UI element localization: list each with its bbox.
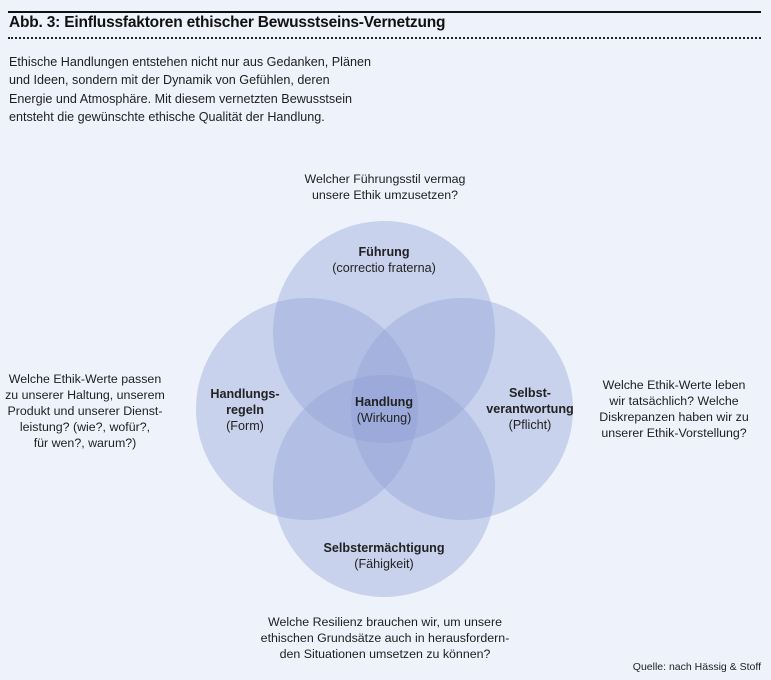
question-right: Welche Ethik-Werte leben wir tatsächlich… [583, 377, 765, 441]
circle-title: Selbstermächtigung [323, 541, 445, 555]
question-line: unserer Ethik-Vorstellung? [601, 426, 747, 440]
question-bottom: Welche Resilienz brauchen wir, um unsere… [245, 614, 525, 662]
intro-paragraph: Ethische Handlungen entstehen nicht nur … [9, 53, 409, 126]
circle-selbstverantwortung [351, 298, 573, 520]
intro-line: Ethische Handlungen entstehen nicht nur … [9, 55, 371, 69]
question-line: Welche Resilienz brauchen wir, um unsere [268, 615, 502, 629]
circle-label-selbstermaechtigung: Selbstermächtigung (Fähigkeit) [284, 540, 484, 572]
circle-subtitle: (Pflicht) [508, 418, 552, 432]
figure-title: Abb. 3: Einflussfaktoren ethischer Bewus… [9, 14, 446, 31]
circle-title: Selbst- [509, 386, 551, 400]
question-line: für wen?, warum?) [33, 436, 137, 450]
question-line: ethischen Grundsätze auch in herausforde… [260, 631, 510, 645]
question-line: den Situationen umsetzen zu können? [279, 647, 491, 661]
question-line: Welcher Führungsstil vermag [304, 172, 466, 186]
circle-title: verantwortung [486, 402, 574, 416]
circle-selbstermaechtigung [273, 375, 495, 597]
circle-label-handlungsregeln: Handlungs- regeln (Form) [185, 386, 305, 434]
circle-fuehrung [273, 221, 495, 443]
circle-subtitle: (correctio fraterna) [332, 261, 436, 275]
question-top: Welcher Führungsstil vermag unsere Ethik… [265, 171, 505, 203]
question-line: leistung? (wie?, wofür?, [19, 420, 151, 434]
question-line: wir tatsächlich? Welche [609, 394, 739, 408]
source-credit: Quelle: nach Hässig & Stoff [632, 661, 761, 673]
dotted-divider [8, 37, 761, 39]
circle-title: Führung [358, 245, 410, 259]
center-subtitle: (Wirkung) [356, 411, 412, 425]
circle-title: Handlungs- [210, 387, 280, 401]
question-line: unsere Ethik umzusetzen? [311, 188, 458, 202]
question-left: Welche Ethik-Werte passen zu unserer Hal… [0, 371, 170, 451]
center-label-handlung: Handlung (Wirkung) [314, 394, 454, 426]
circle-subtitle: (Fähigkeit) [354, 557, 414, 571]
intro-line: entsteht die gewünschte ethische Qualitä… [9, 109, 325, 124]
intro-line: und Ideen, sondern mit der Dynamik von G… [9, 73, 330, 88]
question-line: Welche Ethik-Werte passen [8, 372, 162, 386]
circle-subtitle: (Form) [226, 419, 264, 433]
question-line: Produkt und unserer Dienst- [7, 404, 163, 418]
circle-label-fuehrung: Führung (correctio fraterna) [284, 244, 484, 276]
circle-title: regeln [226, 403, 264, 417]
top-rule [8, 11, 761, 13]
circle-handlungsregeln [196, 298, 418, 520]
circle-label-selbstverantwortung: Selbst- verantwortung (Pflicht) [460, 385, 600, 433]
question-line: zu unserer Haltung, unserem [5, 388, 165, 402]
question-line: Diskrepanzen haben wir zu [599, 410, 749, 424]
question-line: Welche Ethik-Werte leben [602, 378, 746, 392]
intro-line: Energie und Atmosphäre. Mit diesem verne… [9, 91, 353, 106]
center-title: Handlung [354, 395, 414, 409]
